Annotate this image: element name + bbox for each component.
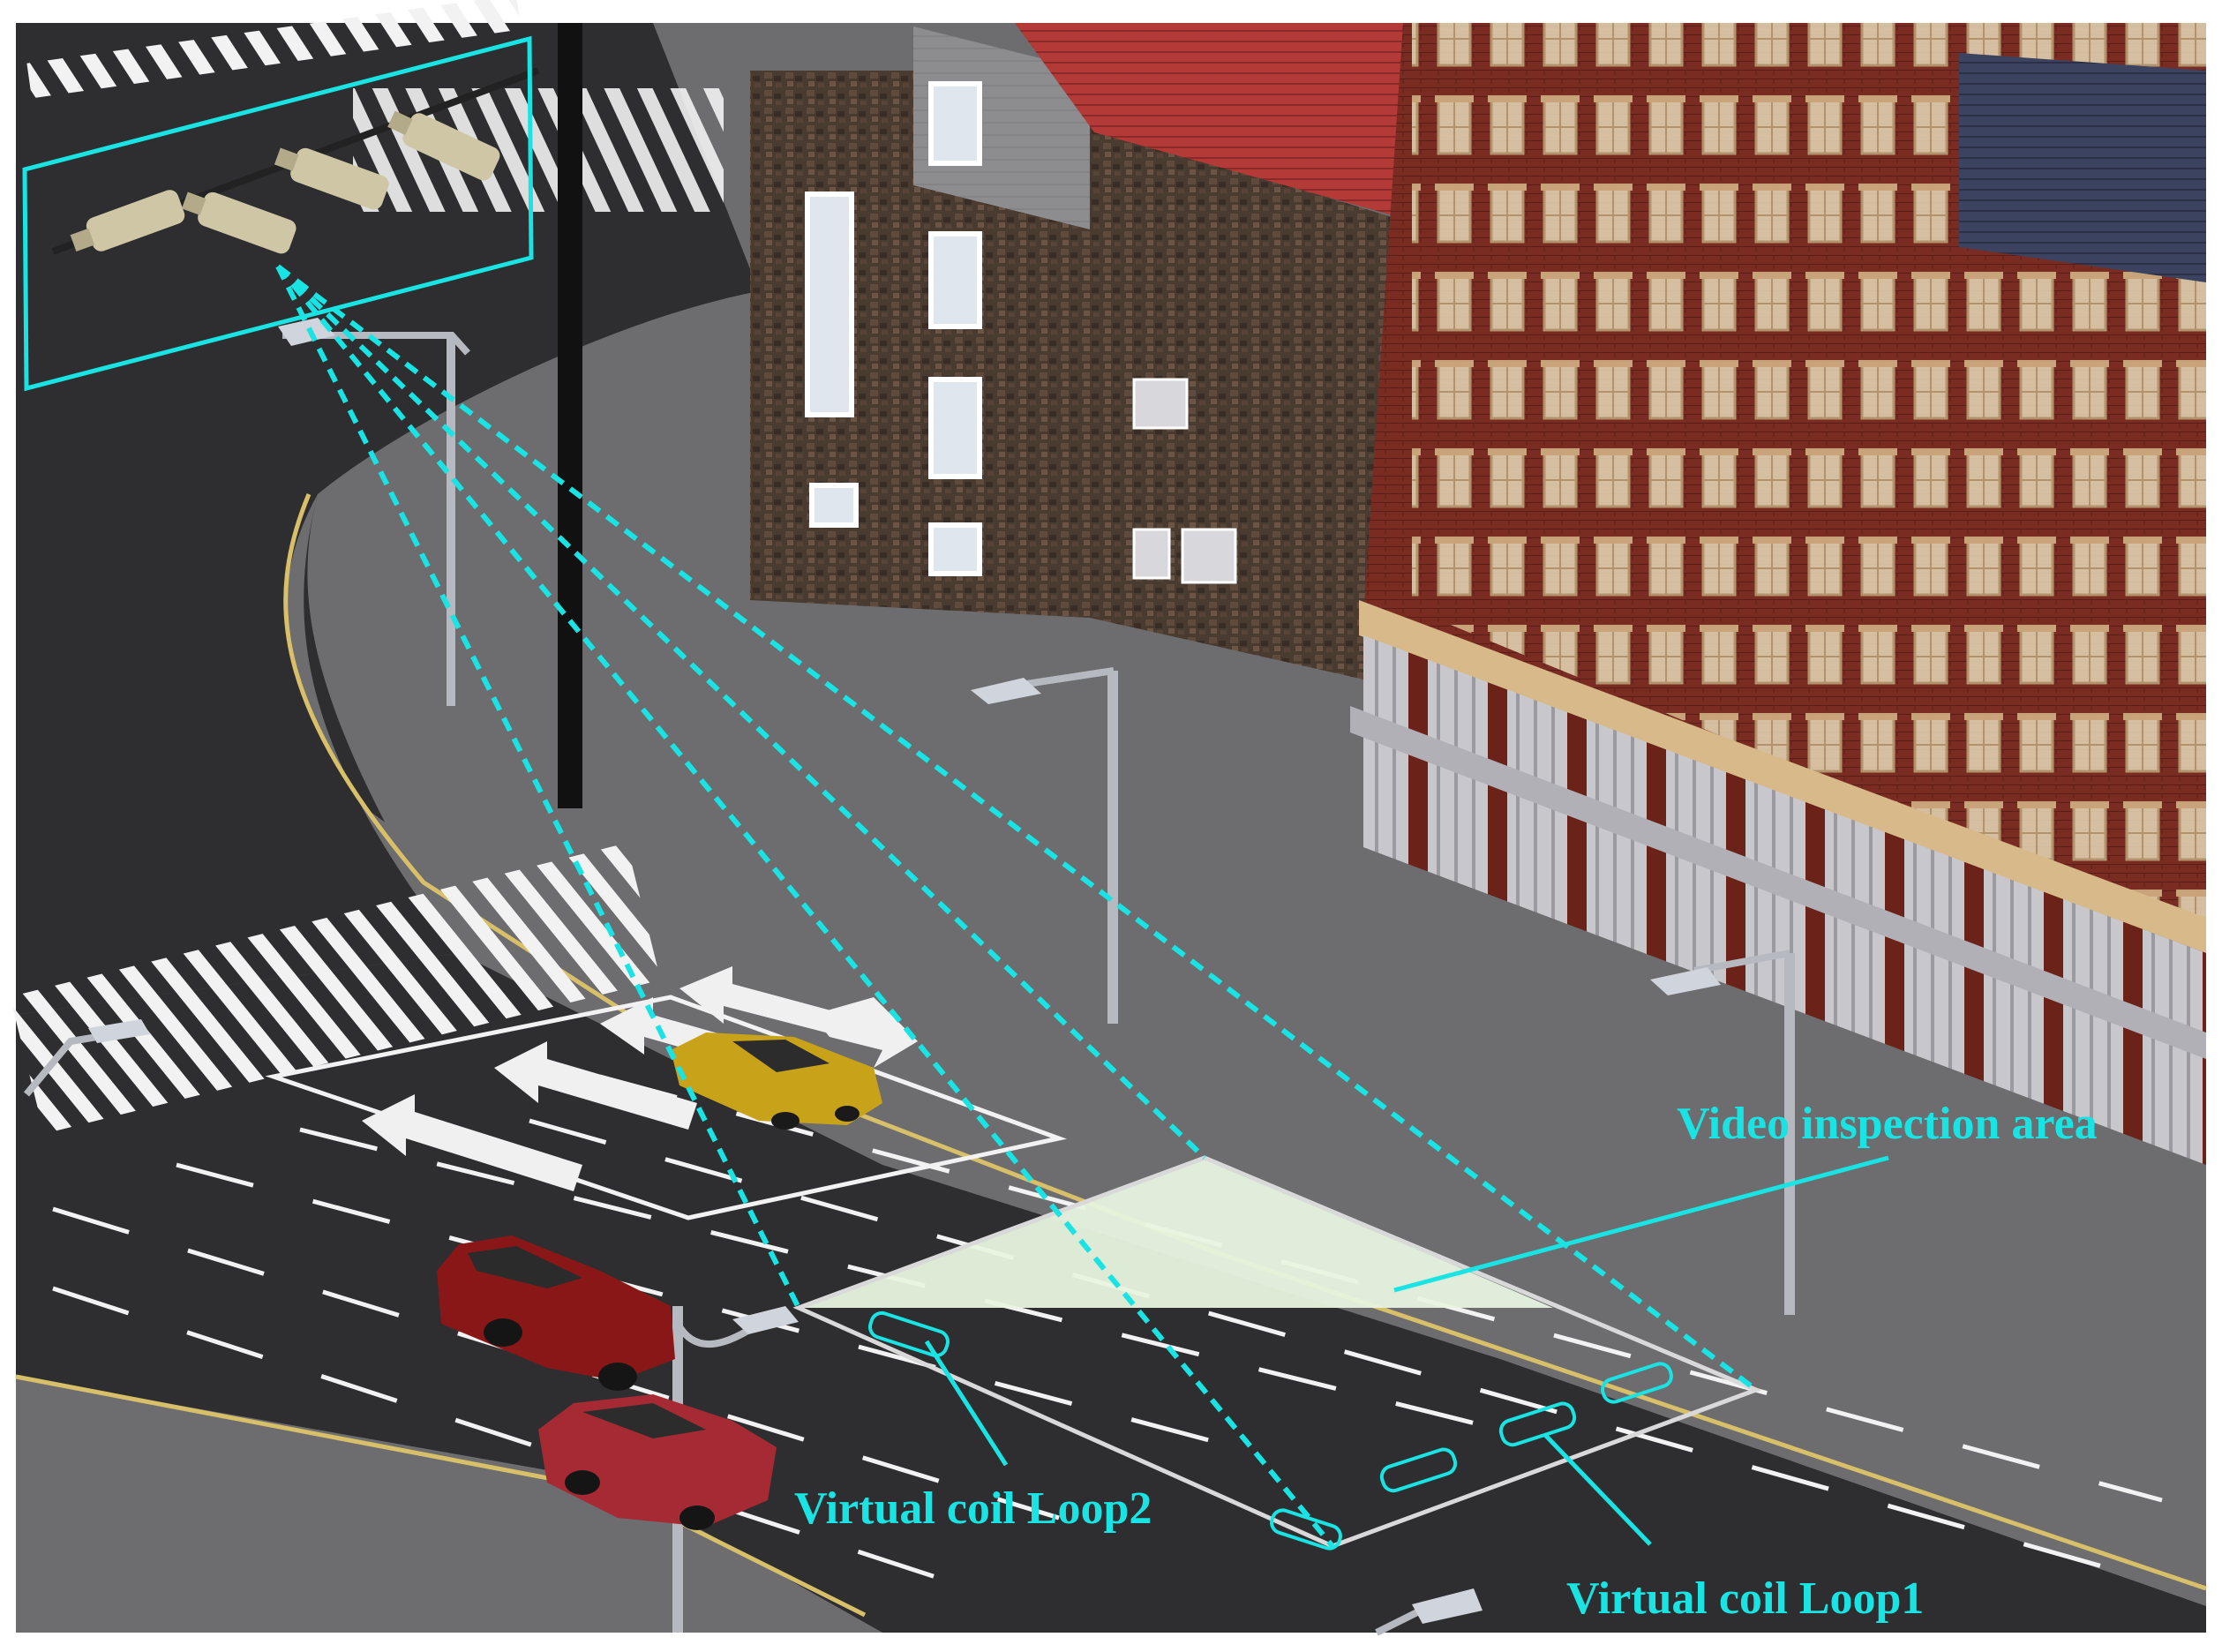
coil-loop2-a: [867, 1310, 950, 1358]
signal-pole: [558, 23, 582, 808]
plaster-gable: [913, 26, 1090, 229]
balconies: [1132, 378, 1237, 584]
streetlight-icon: [278, 318, 470, 706]
stone-building: [750, 23, 1412, 688]
loop2-leader: [924, 1340, 1009, 1467]
red-sports-car: [538, 1394, 777, 1530]
coil-loop1-a: [1379, 1447, 1458, 1493]
cctv-camera-icon: [70, 190, 185, 252]
virtual-coil-loop1-label: Virtual coil Loop1: [1566, 1573, 1924, 1624]
streetlight-icon: [1375, 1588, 1483, 1636]
cctv-camera-icon: [181, 191, 297, 254]
red-suv: [437, 1235, 675, 1391]
lane-arrow-icon: [362, 1094, 582, 1191]
shopfront: [1363, 635, 2206, 1165]
red-roof: [1015, 23, 1412, 221]
camera-highlight-box: [22, 35, 534, 392]
lane-arrow-icon: [679, 966, 847, 1037]
curb-left: [283, 493, 2207, 1591]
camera-array: [51, 67, 540, 255]
cornice: [1359, 600, 2206, 953]
virtual-coils: [867, 1310, 1673, 1551]
brick-building: [1350, 23, 2206, 1165]
streetlights: [23, 23, 1795, 1636]
video-inspection-area-label: Video inspection area: [1677, 1099, 2098, 1149]
lower-left-road: [16, 494, 459, 1015]
inspection-area-fill: [799, 1158, 1553, 1308]
lane-arrow-icon: [494, 1041, 697, 1130]
camera-view-lines: [275, 264, 1758, 1548]
awning: [1350, 706, 2206, 1059]
leader-lines: [924, 1155, 1889, 1546]
stone-windows: [805, 81, 982, 576]
blue-roof: [1959, 53, 2206, 282]
cars: [437, 1032, 882, 1530]
loop1-leader: [1543, 1432, 1652, 1546]
yellow-car: [671, 1032, 882, 1130]
video-area-leader: [1393, 1155, 1889, 1293]
sidewalk-front: [16, 1377, 882, 1633]
cctv-camera-icon: [274, 147, 389, 210]
streetlight-icon: [23, 1019, 150, 1097]
virtual-coil-loop2-label: Virtual coil Loop2: [794, 1483, 1152, 1534]
coil-loop1-c: [1601, 1362, 1673, 1404]
coil-loop1-b: [1498, 1401, 1577, 1447]
streetlight-icon: [1650, 950, 1795, 1315]
coil-loop2-b: [1270, 1508, 1342, 1551]
cctv-camera-icon: [387, 110, 500, 181]
crosswalks: [10, 0, 724, 1134]
streetlight-icon: [971, 667, 1118, 1024]
